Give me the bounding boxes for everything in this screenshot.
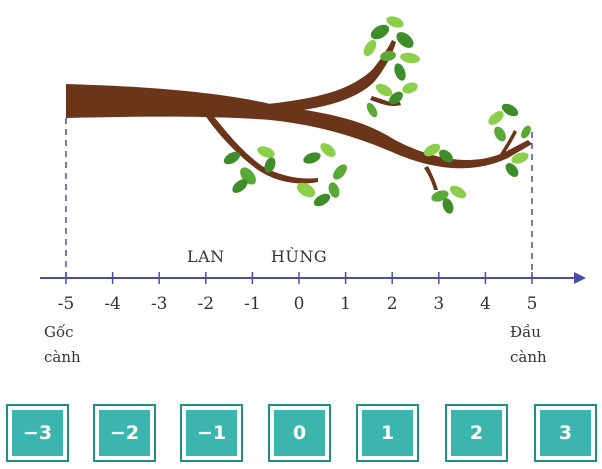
card-plus-1[interactable]: 1 bbox=[356, 404, 419, 462]
end-label-line1: Đầu bbox=[510, 323, 541, 341]
leaf-cluster-middle bbox=[296, 143, 347, 207]
leaf-cluster-right-low bbox=[423, 143, 467, 214]
tick-label: 2 bbox=[387, 294, 398, 314]
card-label: −3 bbox=[12, 410, 63, 456]
branch-twig-2 bbox=[424, 166, 438, 190]
card-minus-1[interactable]: −1 bbox=[180, 404, 243, 462]
leaf-cluster-lower-left bbox=[223, 146, 276, 193]
tick-label: 4 bbox=[480, 294, 491, 314]
card-minus-3[interactable]: −3 bbox=[6, 404, 69, 462]
start-label-line2: cành bbox=[44, 348, 81, 366]
marker-label-hùng: HÙNG bbox=[271, 246, 327, 266]
branch-lower-left bbox=[204, 112, 318, 184]
tick-label: -3 bbox=[151, 294, 168, 314]
branch-upper bbox=[268, 40, 396, 112]
card-minus-2[interactable]: −2 bbox=[93, 404, 156, 462]
card-plus-2[interactable]: 2 bbox=[445, 404, 508, 462]
branch-twig-3 bbox=[500, 130, 517, 156]
arrow-right-icon bbox=[574, 272, 586, 284]
tree-branch-illustration bbox=[66, 16, 532, 214]
start-label-line1: Gốc bbox=[44, 323, 74, 341]
tick-label: 5 bbox=[527, 294, 538, 314]
card-label: −2 bbox=[99, 410, 150, 456]
tick-group bbox=[65, 272, 533, 284]
end-label-line2: cành bbox=[510, 348, 547, 366]
leaf-cluster-top bbox=[363, 16, 420, 118]
card-label: 2 bbox=[451, 410, 502, 456]
tick-label: -1 bbox=[244, 294, 261, 314]
card-plus-3[interactable]: 3 bbox=[534, 404, 597, 462]
branch-main bbox=[66, 84, 532, 169]
tick-label: -4 bbox=[104, 294, 121, 314]
tick-label: -2 bbox=[198, 294, 215, 314]
marker-group: LAN HÙNG bbox=[187, 246, 327, 266]
tick-label: -5 bbox=[58, 294, 75, 314]
card-label: 3 bbox=[540, 410, 591, 456]
tick-label: 1 bbox=[340, 294, 351, 314]
card-label: −1 bbox=[186, 410, 237, 456]
marker-label-lan: LAN bbox=[187, 247, 225, 266]
card-label: 1 bbox=[362, 410, 413, 456]
card-zero[interactable]: 0 bbox=[268, 404, 331, 462]
tick-label: 3 bbox=[433, 294, 444, 314]
leaf-cluster-tip bbox=[488, 103, 531, 177]
tick-label: 0 bbox=[294, 294, 305, 314]
tick-label-group: -5 -4 -3 -2 -1 0 1 2 3 4 5 bbox=[58, 294, 538, 314]
card-label: 0 bbox=[274, 410, 325, 456]
